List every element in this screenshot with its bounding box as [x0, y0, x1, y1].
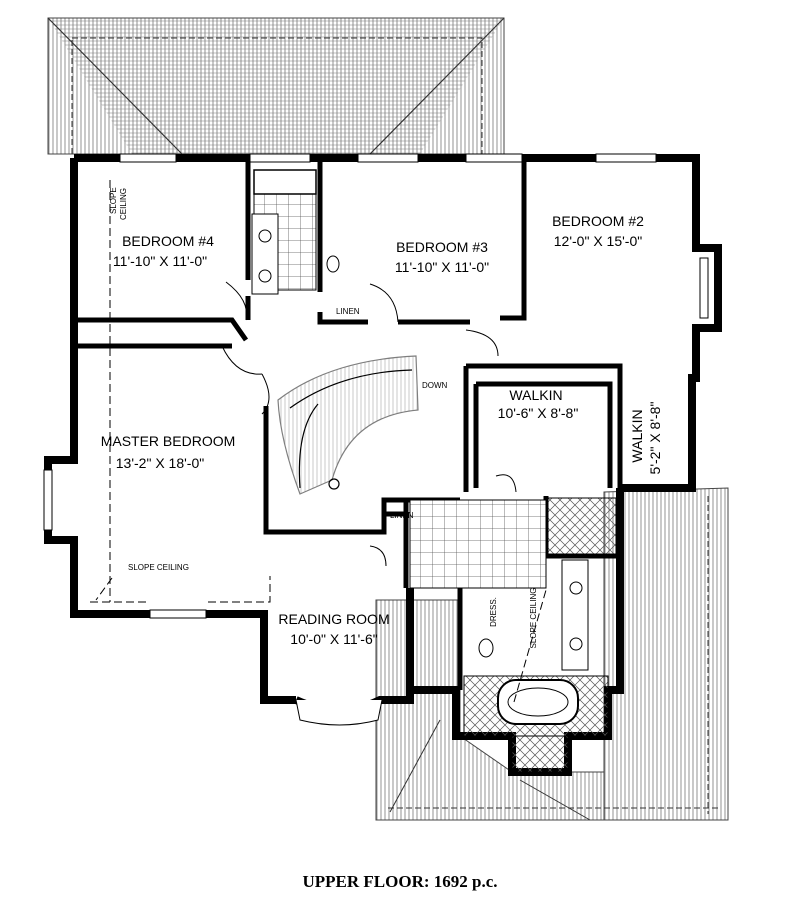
walkin2-dims: 5'-2" X 8'-8"	[647, 402, 663, 475]
walkin1-name: WALKIN	[509, 387, 562, 403]
reading-dims: 10'-0" X 11'-6"	[290, 631, 377, 647]
door-swings	[221, 281, 517, 567]
room-reading: READING ROOM 10'-0" X 11'-6"	[278, 611, 389, 647]
walkin1-dims: 10'-6" X 8'-8"	[498, 405, 579, 421]
room-walkin1: WALKIN 10'-6" X 8'-8"	[498, 387, 579, 421]
slope-b4-line2: CEILING	[119, 188, 128, 220]
linen-mid-label: LINEN	[390, 511, 414, 520]
bedroom4-dims: 11'-10" X 11'-0"	[113, 253, 207, 269]
slope-lines	[90, 180, 547, 703]
room-walkin2: WALKIN 5'-2" X 8'-8"	[629, 402, 663, 475]
reading-name: READING ROOM	[278, 611, 389, 627]
linen-top-label: LINEN	[336, 307, 360, 316]
down-label: DOWN	[422, 381, 448, 390]
bedroom3-name: BEDROOM #3	[396, 239, 488, 255]
room-bedroom4: BEDROOM #4 11'-10" X 11'-0"	[113, 233, 214, 269]
windows	[43, 153, 709, 726]
bedroom4-name: BEDROOM #4	[122, 233, 214, 249]
bath1	[251, 169, 340, 295]
interior-walls	[78, 162, 623, 690]
roof-top	[47, 17, 505, 155]
slope-b4-line1: SLOPE	[109, 187, 118, 214]
slope-ceiling-bath-label: SLOPE CEILING	[529, 588, 538, 649]
room-master: MASTER BEDROOM 13'-2" X 18'-0"	[101, 433, 236, 471]
spiral-stair	[277, 355, 419, 495]
room-bedroom3: BEDROOM #3 11'-10" X 11'-0"	[395, 239, 489, 275]
bedroom3-dims: 11'-10" X 11'-0"	[395, 259, 489, 275]
walkin2-name: WALKIN	[629, 409, 645, 462]
room-bedroom2: BEDROOM #2 12'-0" X 15'-0"	[552, 213, 644, 249]
plan-caption: UPPER FLOOR: 1692 p.c.	[302, 872, 498, 891]
bedroom2-name: BEDROOM #2	[552, 213, 644, 229]
dress-label: DRESS.	[489, 597, 498, 627]
master-dims: 13'-2" X 18'-0"	[116, 455, 204, 471]
bath2	[409, 497, 617, 773]
slope-ceiling-label: SLOPE CEILING	[128, 563, 189, 572]
master-name: MASTER BEDROOM	[101, 433, 236, 449]
bedroom2-dims: 12'-0" X 15'-0"	[554, 233, 642, 249]
